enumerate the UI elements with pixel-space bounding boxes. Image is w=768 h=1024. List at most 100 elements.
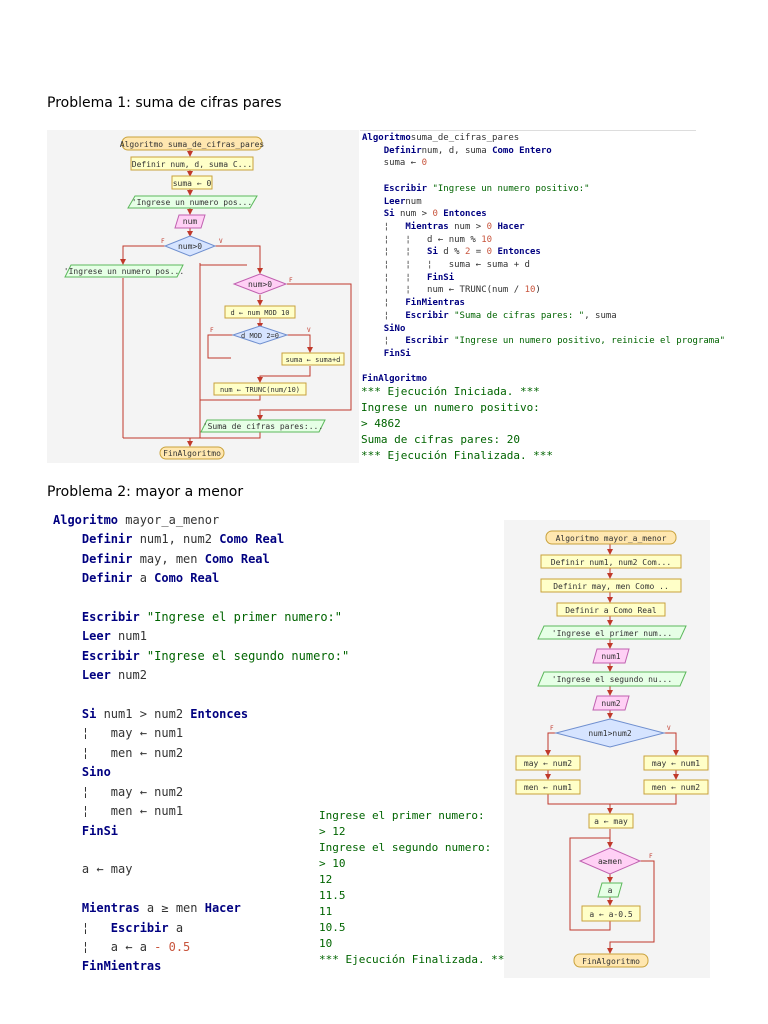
code-line: ¦ ¦ d ← num % 10	[362, 234, 725, 247]
code-token	[53, 571, 82, 585]
flow2-def3: Definir a Como Real	[565, 606, 657, 615]
code-token: Escribir	[81, 610, 140, 625]
code-token: Mientras	[405, 221, 449, 232]
code-token: 0	[432, 209, 438, 220]
problem2-code: Algoritmo mayor_a_menor Definir num1, nu…	[53, 511, 349, 977]
flow2-read1: num1	[601, 652, 620, 661]
code-token: "Ingrese un numero positivo, reinicie el…	[448, 336, 726, 347]
flow1-num-assign: num ← TRUNC(num/10)	[220, 386, 300, 394]
code-token: FinSi	[383, 348, 411, 359]
flow1-d-assign: d ← num MOD 10	[230, 309, 289, 317]
flow2-loop-false: F	[649, 853, 653, 860]
code-token: ¦ ¦ num ← TRUNC(num /	[362, 285, 525, 296]
code-line: Definir a Como Real	[53, 569, 349, 588]
code-token: , suma	[584, 310, 617, 321]
code-token: Escribir	[110, 920, 169, 935]
code-token: ¦ men ← num1	[53, 804, 184, 819]
flow1-cond2-false: F	[289, 277, 293, 284]
code-line: SiNo	[362, 323, 725, 336]
output-line: 12	[319, 873, 333, 886]
flow1-end: FinAlgoritmo	[163, 449, 221, 458]
code-line	[362, 170, 725, 183]
code-token: Definir	[81, 532, 133, 547]
code-token	[362, 146, 384, 156]
code-token: suma ←	[362, 158, 422, 169]
code-token: Hacer	[204, 901, 241, 916]
code-line: a ← may	[53, 860, 349, 879]
code-token: num1 > num2	[96, 707, 191, 722]
code-token: ¦	[362, 310, 406, 321]
flow2-assign-a: a ← may	[594, 817, 628, 826]
code-line: Si num > 0 Entonces	[362, 208, 725, 221]
code-token: ¦	[362, 336, 406, 347]
code-line: ¦ Mientras num > 0 Hacer	[362, 221, 725, 234]
code-token	[53, 649, 82, 663]
code-token: num, d, suma	[421, 145, 493, 156]
code-line: suma ← 0	[362, 157, 725, 170]
problem1-flowchart: Algoritmo suma_de_cifras_pares Definir n…	[47, 130, 359, 463]
code-token: Como Real	[154, 571, 220, 586]
code-line: ¦ ¦ FinSi	[362, 272, 725, 285]
code-line: FinSi	[362, 348, 725, 361]
code-token: 0	[486, 221, 493, 232]
code-token: Definir	[81, 551, 133, 566]
code-token: ¦	[362, 221, 406, 232]
code-token: num1, num2	[132, 532, 220, 547]
code-token: 0	[421, 158, 428, 169]
problem2-flowchart: Algoritmo mayor_a_menor Definir num1, nu…	[504, 520, 710, 978]
flow2-cond-true: V	[667, 725, 671, 732]
code-token: Escribir	[405, 310, 449, 321]
code-token: FinMientras	[405, 298, 465, 309]
code-token: 2	[464, 247, 471, 258]
flow2-def2: Definir may, men Como ..	[553, 582, 669, 591]
code-token: num >	[394, 209, 433, 220]
code-token	[53, 707, 82, 721]
output-line: Ingrese el segundo numero:	[319, 841, 492, 854]
code-line	[53, 880, 349, 899]
code-line: Escribir "Ingrese el primer numero:"	[53, 608, 349, 627]
code-line: Escribir "Ingrese un numero positivo:"	[362, 183, 725, 196]
code-line: ¦ may ← num2	[53, 783, 349, 802]
flow2-def1: Definir num1, num2 Com...	[551, 558, 671, 567]
output-line: Ingrese el primer numero:	[319, 809, 485, 822]
code-line: Leernum	[362, 196, 725, 209]
code-token: Algoritmo	[362, 133, 411, 143]
code-token: FinSi	[427, 272, 455, 283]
code-line: ¦ men ← num2	[53, 744, 349, 763]
code-line: ¦ may ← num1	[53, 724, 349, 743]
output-line: 11.5	[319, 889, 346, 902]
code-line: Definir may, men Como Real	[53, 550, 349, 569]
code-token: =	[470, 247, 487, 258]
code-token	[53, 824, 82, 838]
code-token: a	[168, 920, 184, 935]
code-line: Sino	[53, 763, 349, 782]
flow2-right1: may ← num1	[652, 759, 700, 768]
flow2-cond-false: F	[550, 725, 554, 732]
code-token: Algoritmo	[53, 513, 119, 527]
code-token: Definir	[383, 145, 422, 156]
code-token: FinSi	[81, 823, 119, 838]
code-token: ¦ may ← num1	[53, 726, 184, 741]
code-token: SiNo	[383, 323, 406, 334]
code-token	[362, 324, 384, 334]
code-token	[362, 197, 384, 207]
code-token: ¦ may ← num2	[53, 784, 184, 799]
code-token: Si	[427, 247, 438, 258]
flow1-define: Definir num, d, suma C...	[132, 160, 252, 169]
code-token: Como Real	[204, 551, 270, 566]
flow1-cond1: num>0	[178, 242, 202, 251]
code-token: d %	[437, 247, 465, 258]
problem1-code-rule	[360, 130, 696, 131]
code-line: Definir num1, num2 Como Real	[53, 530, 349, 549]
problem1-heading: Problema 1: suma de cifras pares	[47, 95, 282, 111]
code-token: ¦	[362, 298, 406, 309]
code-line: FinAlgoritmo	[362, 373, 725, 386]
code-token: FinMientras	[81, 959, 162, 974]
code-token	[53, 552, 82, 566]
code-token: Mientras	[81, 901, 140, 916]
code-token: "Ingrese un numero positivo:"	[427, 183, 590, 194]
code-token: ¦ a ← a	[53, 939, 155, 954]
code-line: FinSi	[53, 822, 349, 841]
output-line: Suma de cifras pares: 20	[361, 433, 520, 446]
